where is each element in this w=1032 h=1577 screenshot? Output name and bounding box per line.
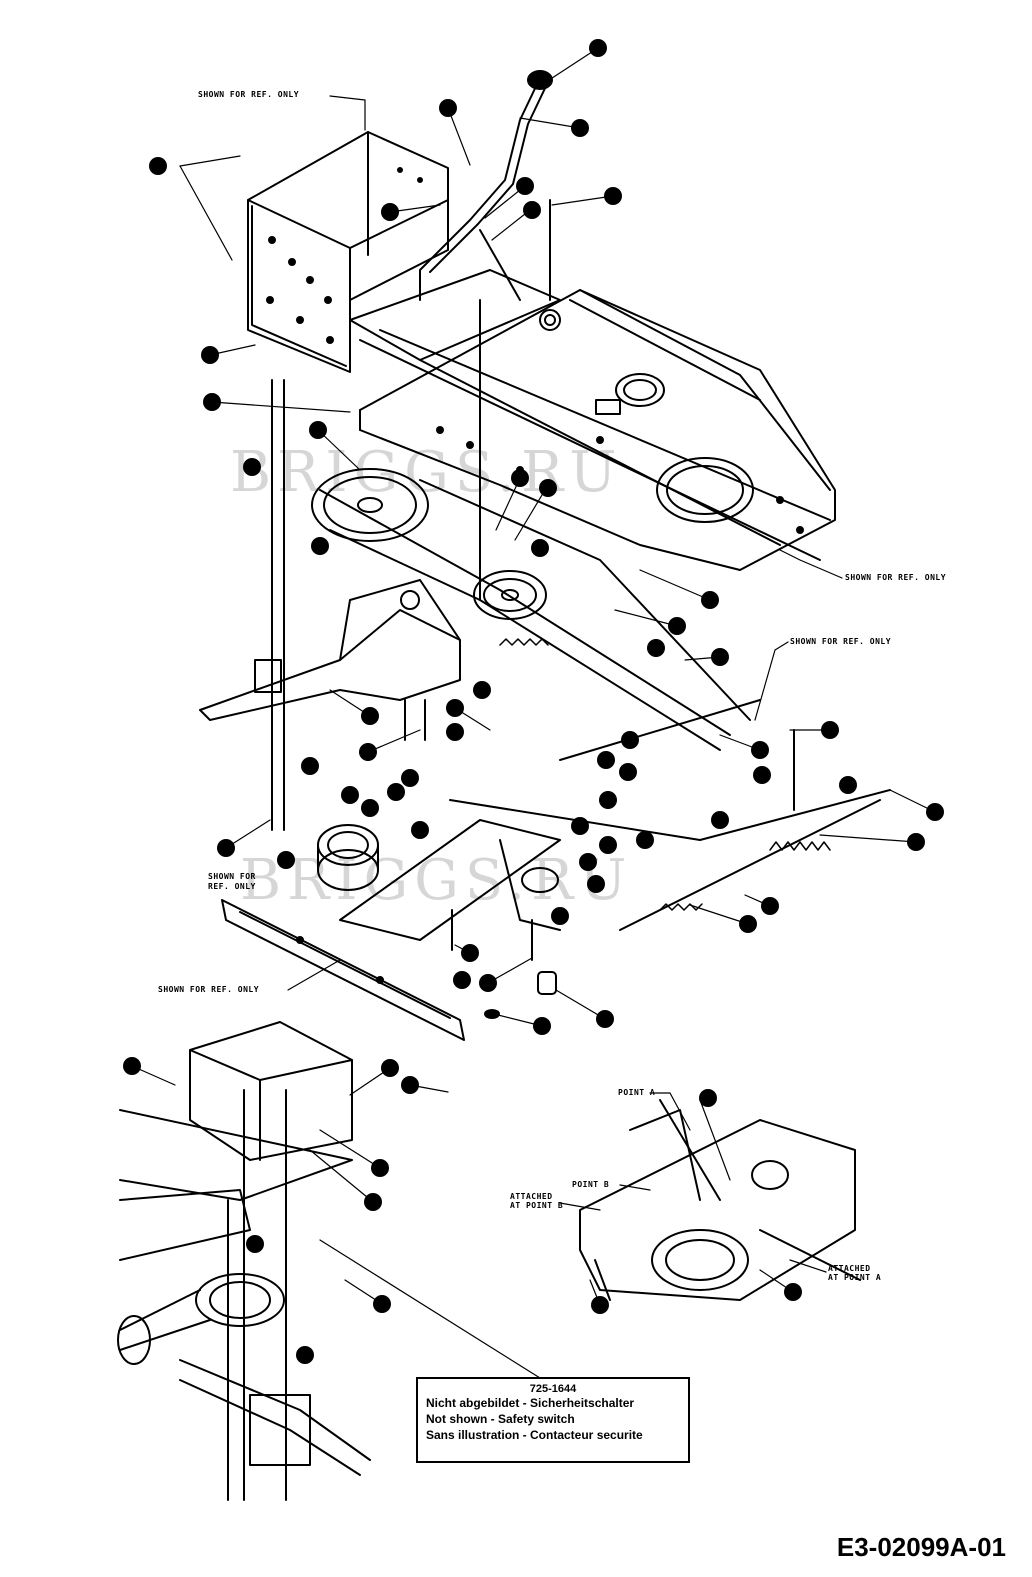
watermark-top: BRIGGS.RU (230, 440, 623, 505)
shift-lever (419, 70, 553, 301)
note-english: Not shown - Safety switch (426, 1412, 575, 1426)
bushing-parts (451, 909, 557, 1019)
ref-note-attached-a-2: AT POINT A (828, 1273, 882, 1282)
ref-note-point-a: POINT A (618, 1088, 656, 1097)
note-french: Sans illustration - Contacteur securite (426, 1428, 643, 1442)
ref-note-pulley-line-1: SHOWN FOR (208, 872, 256, 881)
ref-note-belt: SHOWN FOR REF. ONLY (790, 637, 892, 646)
callout-leaders (131, 47, 936, 1379)
ref-note-deck: SHOWN FOR REF. ONLY (845, 573, 947, 582)
ref-note-attached-a-1: ATTACHED (828, 1264, 871, 1273)
transaxle (199, 579, 461, 721)
safety-switch-note-box: 725-1644 Nicht abgebildet - Sicherheitsc… (416, 1377, 690, 1463)
front-deck-plate (359, 289, 836, 571)
part-number: 725-1644 (529, 1383, 577, 1395)
ref-note-point-b: POINT B (572, 1180, 610, 1189)
note-german: Nicht abgebildet - Sicherheitschalter (426, 1396, 635, 1410)
springs (499, 638, 831, 911)
detail-view-right (579, 1099, 861, 1301)
callout-bubbles (123, 39, 944, 1364)
ref-note-attached-b-1: ATTACHED (510, 1192, 553, 1201)
diagram-code: E3-02099A-01 (836, 1532, 1006, 1562)
watermark-middle: BRIGGS.RU (240, 848, 633, 913)
ref-note-attached-b-2: AT POINT B (510, 1201, 564, 1210)
lower-frame-rail (221, 899, 465, 1041)
frame-rails (349, 269, 831, 561)
detail-view-left (117, 1021, 371, 1501)
rear-box-bracket (247, 131, 449, 373)
lower-pulley-idler (317, 819, 561, 941)
ref-note-rear-box: SHOWN FOR REF. ONLY (198, 90, 300, 99)
ref-note-pulley-line-2: REF. ONLY (208, 882, 256, 891)
ref-note-lower-rail: SHOWN FOR REF. ONLY (158, 985, 260, 994)
ref-note-leaders (287, 95, 843, 1273)
